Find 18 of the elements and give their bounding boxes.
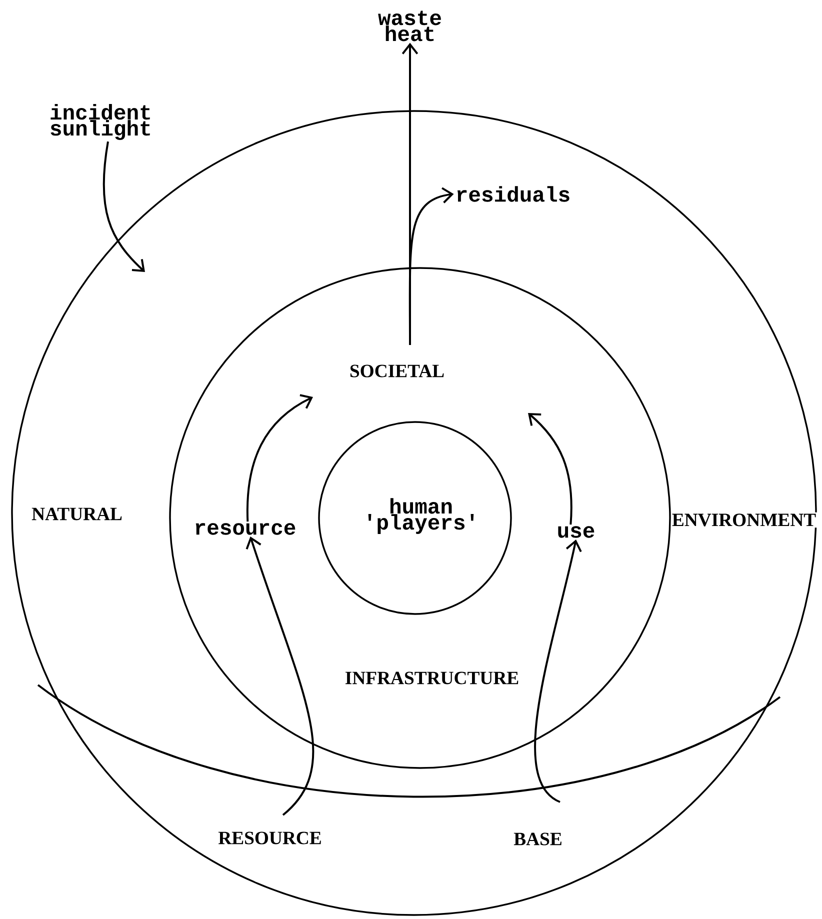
arrow — [534, 539, 582, 803]
text-label: resource — [196, 523, 296, 535]
arrow — [408, 187, 454, 345]
text-label: incident sunlight — [50, 104, 150, 140]
text-label: residuals — [457, 186, 570, 202]
text-label: waste heat — [378, 10, 441, 42]
ring-label: NATURAL — [30, 506, 124, 522]
ring-label: SOCIETAL — [348, 363, 446, 379]
ring-label: ENVIRONMENT — [670, 512, 818, 528]
text-label: BASE — [514, 832, 562, 846]
arrow — [246, 536, 314, 816]
arrow — [246, 394, 313, 522]
arrow — [102, 141, 145, 272]
ring-label: INFRASTRUCTURE — [344, 670, 520, 686]
text-label: use — [558, 526, 594, 538]
arrow — [528, 413, 572, 525]
text-label: RESOURCE — [218, 832, 321, 844]
circle-label: human 'players' — [354, 496, 488, 536]
